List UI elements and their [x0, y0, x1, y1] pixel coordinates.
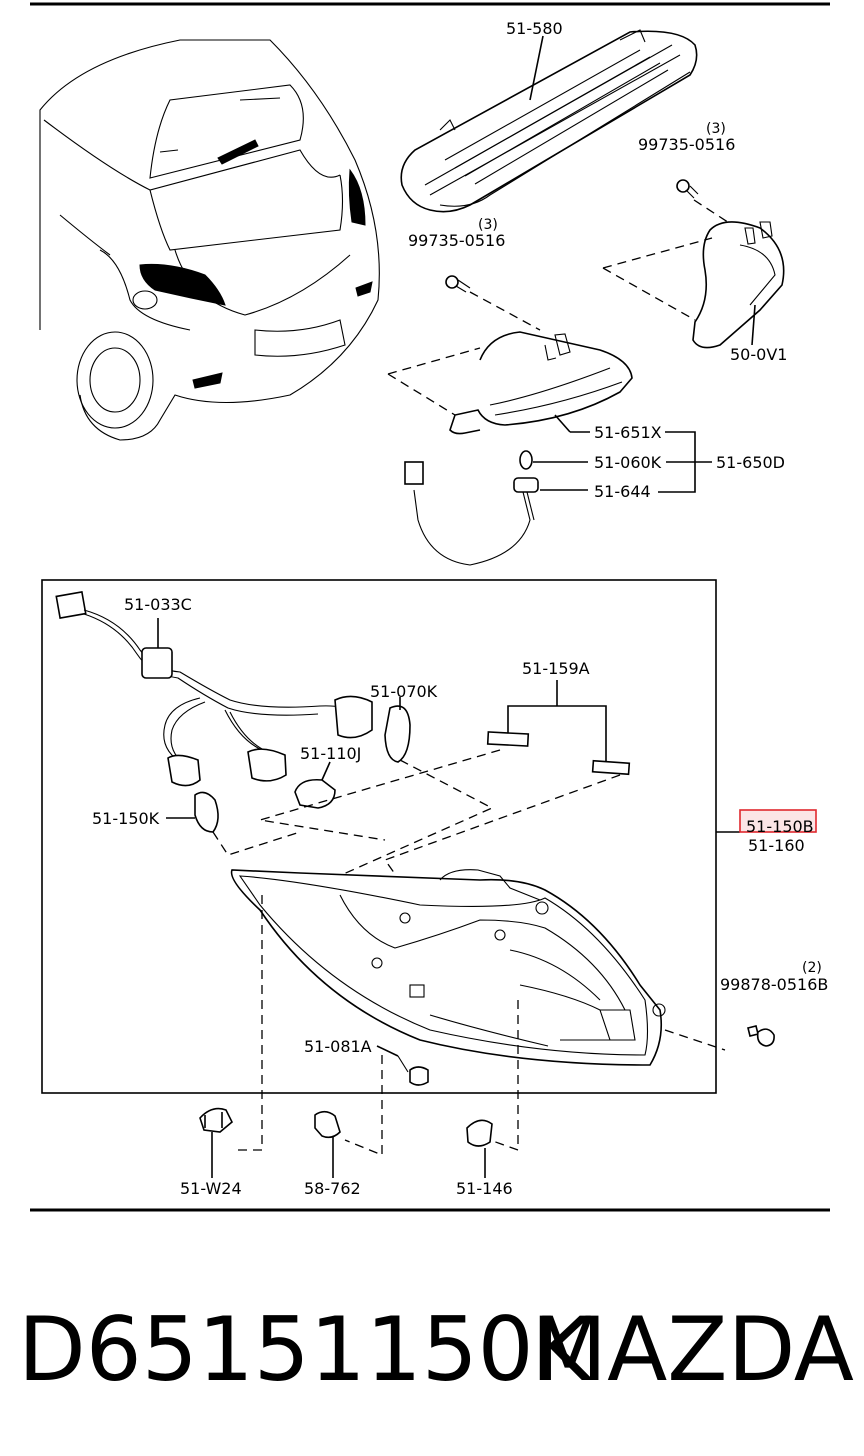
qty-99735-mid: (3) — [478, 217, 498, 233]
label-51-070k: 51-070K — [370, 682, 438, 701]
gaskets — [486, 680, 631, 776]
bottom-fasteners — [199, 895, 775, 1178]
label-50-0v1: 50-0V1 — [730, 345, 787, 364]
assembly-box — [41, 579, 717, 1094]
wire-harness — [55, 590, 373, 787]
screw-mid — [445, 275, 541, 331]
parts-diagram: 51-580 (3) 99735-0516 (3) 99735-0516 50-… — [30, 2, 830, 1212]
label-51-160: 51-160 — [748, 836, 805, 855]
label-51-w24: 51-W24 — [180, 1179, 242, 1198]
part-number-caption: D65151150K — [18, 1298, 592, 1401]
label-51-081a: 51-081A — [304, 1037, 372, 1056]
label-51-159a: 51-159A — [522, 659, 590, 678]
label-51-060k: 51-060K — [594, 453, 662, 472]
label-51-110j: 51-110J — [300, 744, 361, 763]
label-51-651x: 51-651X — [594, 423, 662, 442]
label-99735-top: 99735-0516 — [638, 135, 735, 154]
qty-99878: (2) — [802, 960, 822, 976]
car-rear-illustration — [39, 39, 380, 441]
label-99878: 99878-0516B — [720, 975, 828, 994]
caption: D65151150K MAZDA — [14, 1295, 854, 1405]
rear-combination-lamp — [230, 869, 666, 1066]
label-99735-mid: 99735-0516 — [408, 231, 505, 250]
label-51-033c: 51-033C — [124, 595, 192, 614]
label-51-644: 51-644 — [594, 482, 651, 501]
high-mount-stop-lamp — [400, 29, 698, 213]
bulbs — [166, 697, 411, 833]
label-51-146: 51-146 — [456, 1179, 513, 1198]
label-51-650d: 51-650D — [716, 453, 785, 472]
rear-fog-lamp — [387, 331, 633, 435]
label-51-580: 51-580 — [506, 19, 563, 38]
label-58-762: 58-762 — [304, 1179, 361, 1198]
side-lamp-50-0v1 — [602, 221, 785, 349]
brand-caption: MAZDA — [531, 1298, 854, 1401]
qty-99735-top: (3) — [706, 121, 726, 137]
highlight-box — [739, 809, 817, 833]
label-51-150k: 51-150K — [92, 809, 160, 828]
fog-bulb-socket-harness — [404, 431, 712, 566]
label-51-150b: 51-150B — [746, 817, 814, 836]
